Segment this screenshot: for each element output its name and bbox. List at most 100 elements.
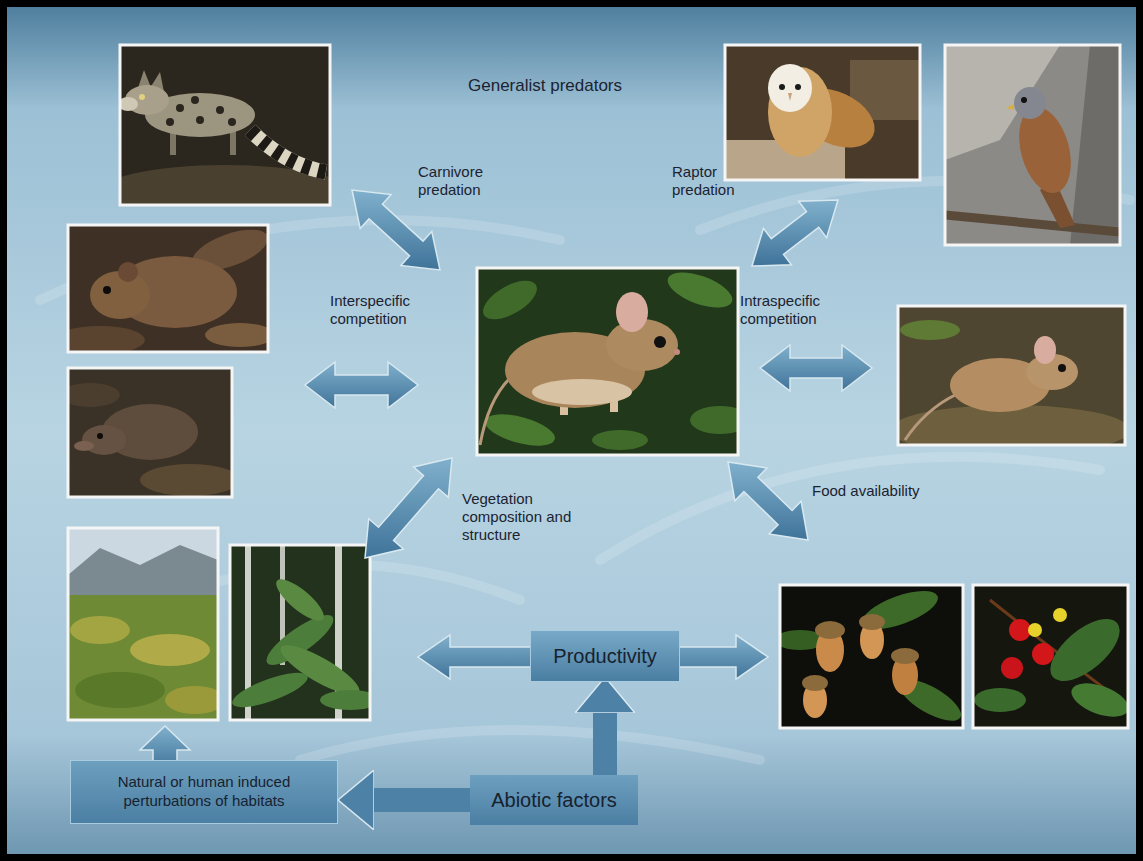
barn-owl-photo: [795, 84, 801, 90]
photo-border: [945, 45, 1120, 245]
interaction-label: Carnivore predation: [418, 163, 513, 199]
kestrel-photo: [1070, 45, 1120, 245]
barn-owl-photo: [779, 84, 785, 90]
berries-photo: [1001, 657, 1023, 679]
mouse-photo: [898, 306, 1125, 445]
shrubland-photo: [70, 616, 130, 644]
group-heading: Generalist predators: [468, 76, 688, 96]
kestrel-photo: [1006, 104, 1014, 110]
wood-mouse-photo: [592, 430, 648, 450]
shrubland-photo: [130, 634, 210, 666]
abiotic-arrow-box: Abiotic factors: [470, 775, 638, 825]
node-text: Abiotic factors: [491, 788, 617, 813]
genet-photo: [250, 130, 326, 172]
block-arrow: [418, 635, 545, 679]
genet-photo: [139, 94, 145, 100]
berries-photo: [1028, 623, 1042, 637]
shrew-photo: [82, 425, 126, 455]
block-arrow: [760, 345, 872, 391]
acorns-photo: [815, 621, 845, 639]
kestrel-photo: [945, 215, 1120, 232]
genet-photo: [176, 104, 184, 112]
vole-photo: [68, 225, 268, 352]
background-leaf-pattern: [600, 457, 1100, 560]
vole-photo: [118, 262, 138, 282]
kestrel-photo: [945, 45, 1120, 245]
berries-photo: [1032, 643, 1054, 665]
acorns-photo: [802, 675, 828, 691]
wood-mouse-photo: [477, 268, 738, 455]
block-arrow: [665, 635, 768, 679]
vole-photo: [68, 326, 145, 352]
block-arrow: [352, 190, 440, 270]
shrew-photo: [97, 433, 103, 439]
background-leaf-pattern: [40, 181, 1130, 760]
block-arrow: [752, 200, 838, 266]
mouse-photo: [1058, 364, 1066, 372]
interaction-label: Raptor predation: [672, 163, 762, 199]
photo-border: [725, 45, 920, 180]
berries-photo: [1067, 677, 1128, 724]
perturbation-box: Natural or human induced perturbations o…: [70, 760, 338, 824]
kestrel-photo: [945, 45, 1120, 245]
photo-border: [898, 306, 1125, 445]
genet-photo: [250, 130, 326, 172]
interaction-label: Intraspecific competition: [740, 292, 850, 328]
acorns-photo: [858, 585, 943, 637]
block-arrow: [728, 462, 808, 540]
background-leaf-pattern: [300, 730, 760, 760]
acorns-photo: [859, 614, 885, 630]
acorns-photo: [891, 648, 919, 664]
photo-border: [230, 545, 370, 720]
wood-mouse-photo: [663, 268, 736, 315]
wood-mouse-photo: [690, 406, 738, 434]
genet-photo: [120, 45, 330, 205]
shrubland-photo: [68, 528, 218, 720]
forest-photo: [230, 666, 311, 714]
photo-border: [973, 585, 1128, 728]
shrew-photo: [68, 383, 120, 407]
shrew-photo: [140, 464, 232, 496]
wood-mouse-photo: [674, 349, 680, 355]
genet-photo: [228, 118, 236, 126]
photo-border: [780, 585, 963, 728]
block-arrow: [305, 362, 418, 408]
node-text: Productivity: [553, 644, 656, 669]
interaction-label: Interspecific competition: [330, 292, 440, 328]
photo-border: [120, 45, 330, 205]
shrew-photo: [68, 368, 232, 497]
interaction-label: Vegetation composition and structure: [462, 490, 592, 544]
shrew-photo: [74, 441, 94, 451]
wood-mouse-photo: [654, 336, 666, 348]
vole-photo: [103, 286, 111, 294]
photo-border: [68, 368, 232, 497]
influence-arrow: [374, 788, 470, 812]
block-arrow: [365, 458, 452, 558]
productivity-box: Productivity: [530, 630, 680, 682]
barn-owl-photo: [725, 45, 920, 180]
interaction-label: Food availability: [812, 482, 962, 500]
photo-border: [68, 528, 218, 720]
wood-mouse-photo: [616, 292, 648, 332]
shrubland-photo: [75, 672, 165, 708]
kestrel-photo: [1021, 97, 1027, 103]
berries-photo: [1053, 608, 1067, 622]
wood-mouse-photo: [532, 379, 632, 405]
wood-mouse-photo: [482, 408, 558, 452]
forest-photo: [230, 545, 370, 720]
influence-arrow: [593, 713, 617, 775]
barn-owl-photo: [768, 64, 812, 112]
acorns-photo: [780, 585, 963, 728]
node-text: Natural or human induced perturbations o…: [83, 773, 325, 811]
vole-photo: [90, 271, 150, 319]
forest-photo: [271, 573, 330, 627]
wood-mouse-photo: [477, 273, 543, 327]
interaction-arrow: [140, 190, 872, 770]
photo-border: [477, 268, 738, 455]
photo-border: [68, 45, 1128, 728]
shrubland-photo: [165, 686, 218, 714]
berries-photo: [974, 688, 1026, 712]
